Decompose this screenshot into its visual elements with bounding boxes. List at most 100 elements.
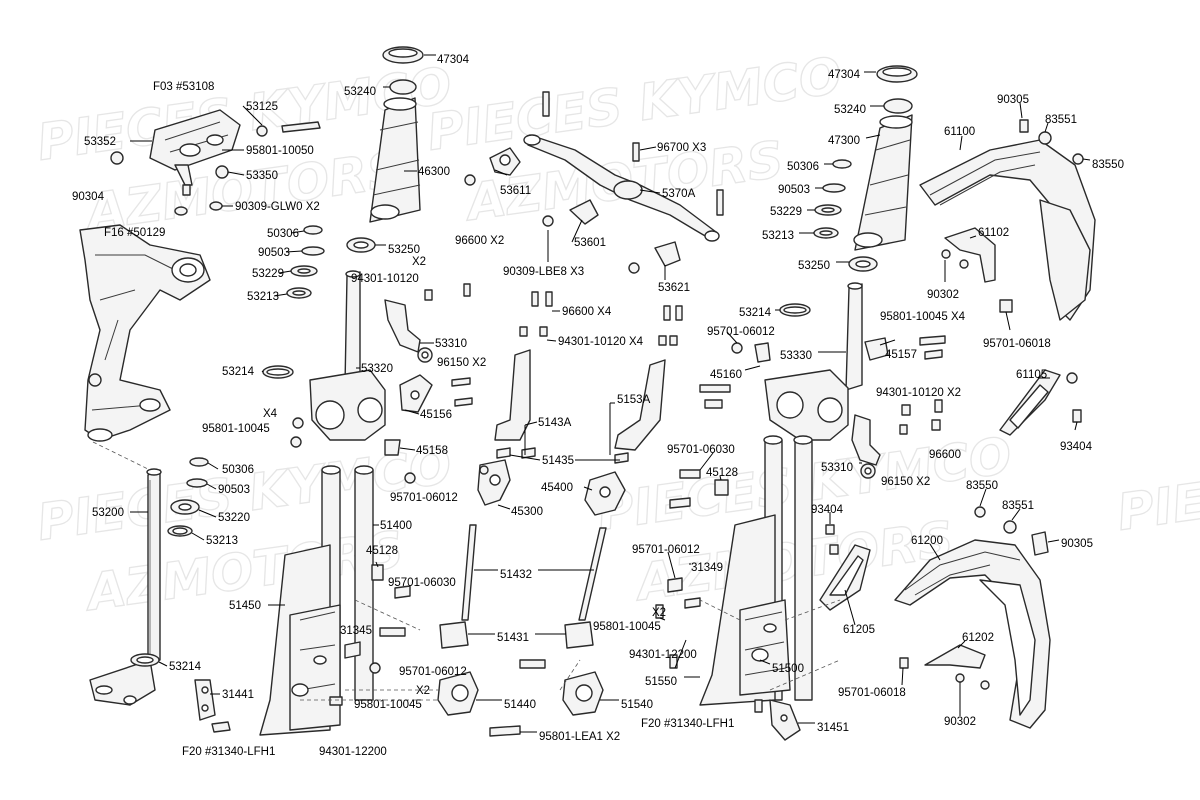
- part-number-label: 31349: [691, 562, 723, 574]
- part-number-label: 61100: [944, 126, 975, 138]
- assembly-dashed-lines: [92, 441, 841, 701]
- rear-fender-61100: [919, 119, 1096, 321]
- part-number-label: 45128: [366, 545, 398, 557]
- left-upper-washers: [286, 225, 325, 299]
- part-number-label: 95801-10045 X4: [880, 311, 966, 323]
- part-number-label: 90304: [72, 191, 105, 203]
- part-number-label: 61205: [843, 624, 875, 636]
- part-number-label: 95701-06012: [399, 666, 467, 678]
- part-number-label: 95801-10045: [354, 699, 422, 711]
- part-number-label: 94301-10120 X2: [876, 387, 961, 399]
- left-bearing-stack: [130, 457, 209, 667]
- part-number-label: 90309-LBE8 X3: [503, 266, 584, 278]
- left-caliper-45300: [477, 459, 511, 506]
- part-number-label: 83551: [1045, 114, 1077, 126]
- part-number-label: 53601: [574, 237, 606, 249]
- part-number-label: 53213: [762, 230, 794, 242]
- brake-hose-guide-61105: [999, 369, 1082, 436]
- part-number-label: 96150 X2: [881, 476, 930, 488]
- left-caliper-bracket-5143A: [494, 349, 536, 459]
- part-number-label: 96600 X4: [562, 306, 612, 318]
- part-number-label: 94301-10120 X4: [558, 336, 644, 348]
- part-number-label: 61202: [962, 632, 994, 644]
- part-number-label: 51432: [500, 569, 532, 581]
- part-number-label: 95701-06030: [388, 577, 456, 589]
- part-number-label: 51440: [504, 699, 536, 711]
- part-number-label: 53213: [247, 291, 279, 303]
- part-number-label: 83551: [1002, 500, 1034, 512]
- part-number-label: 53310: [435, 338, 467, 350]
- part-number-label: F20 #31340-LFH1: [182, 746, 275, 758]
- part-number-label: 53229: [770, 206, 802, 218]
- center-bolts: [519, 291, 683, 346]
- part-number-label: 53330: [780, 350, 812, 362]
- center-axle-51432: [461, 524, 607, 621]
- right-fork-leg: [655, 435, 813, 741]
- part-number-label: 45128: [706, 467, 738, 479]
- part-number-label: 51435: [542, 455, 574, 467]
- part-number-label: 90305: [997, 94, 1029, 106]
- brake-hose-guide-61205: [819, 544, 871, 611]
- handlebar-holder-assembly: [110, 109, 321, 216]
- part-number-label: 45156: [420, 409, 452, 421]
- part-number-label: 53250: [388, 244, 420, 256]
- right-small-hardware: [669, 335, 946, 555]
- part-number-label: X2: [652, 607, 666, 619]
- part-number-label: 53220: [218, 512, 250, 524]
- part-number-label: 45300: [511, 506, 543, 518]
- part-number-label: 47304: [828, 69, 861, 81]
- part-number-label: 95701-06030: [667, 444, 735, 456]
- part-number-label: 95801-LEA1 X2: [539, 731, 620, 743]
- part-number-label: 53310: [821, 462, 853, 474]
- part-number-label: 53320: [361, 363, 393, 375]
- part-number-label: X4: [263, 408, 278, 420]
- part-number-label: 5153A: [617, 394, 651, 406]
- leader-lines: [130, 54, 1091, 733]
- part-number-label: 96600: [929, 449, 961, 461]
- part-number-label: 5143A: [538, 417, 572, 429]
- left-fork-leg: [259, 465, 416, 736]
- front-fender-61200: [894, 506, 1051, 729]
- part-number-label: 96150 X2: [437, 357, 486, 369]
- right-caliper-45400: [584, 471, 626, 516]
- right-fork-stanchion-53330: [764, 282, 863, 441]
- part-number-label: 53240: [344, 86, 376, 98]
- part-number-label: 53214: [169, 661, 202, 673]
- part-number-label: 83550: [1092, 159, 1124, 171]
- part-number-label: 90503: [258, 247, 290, 259]
- part-number-label: 47300: [828, 135, 860, 147]
- part-number-label: 95801-10050: [246, 145, 314, 157]
- part-number-label: X2: [412, 256, 426, 268]
- part-number-label: 90503: [218, 484, 250, 496]
- part-number-label: 53214: [222, 366, 255, 378]
- part-number-label: 47304: [437, 54, 470, 66]
- part-number-label: 95701-06018: [838, 687, 906, 699]
- part-number-label: 53213: [206, 535, 238, 547]
- part-number-label: 90302: [927, 289, 959, 301]
- part-number-label: 90309-GLW0 X2: [235, 201, 320, 213]
- part-number-label: 46300: [418, 166, 450, 178]
- part-number-label: 51450: [229, 600, 261, 612]
- part-number-label: 93404: [1060, 441, 1093, 453]
- part-number-label: 45160: [710, 369, 742, 381]
- part-number-label: 95801-10045: [593, 621, 661, 633]
- part-number-label: 94301-12200: [319, 746, 387, 758]
- part-number-label: 53125: [246, 101, 278, 113]
- part-number-label: F16 #50129: [104, 227, 165, 239]
- center-steering-rod: [464, 91, 724, 274]
- part-number-label: 45400: [541, 482, 573, 494]
- right-upper-washers: [813, 159, 852, 239]
- part-number-label: 90302: [944, 716, 976, 728]
- part-number-label: 96700 X3: [657, 142, 706, 154]
- part-number-label: 53250: [798, 260, 830, 272]
- part-number-label: 53352: [84, 136, 116, 148]
- right-fork-upper-tube: [848, 65, 918, 272]
- part-number-label: 83550: [966, 480, 998, 492]
- part-number-label: 53214: [739, 307, 772, 319]
- part-number-label: 61105: [1016, 369, 1047, 381]
- steering-stem-frame: [79, 224, 211, 442]
- part-number-label: 90305: [1061, 538, 1093, 550]
- left-axle-parts: [194, 679, 343, 733]
- part-number-label: 94301-10120: [351, 273, 419, 285]
